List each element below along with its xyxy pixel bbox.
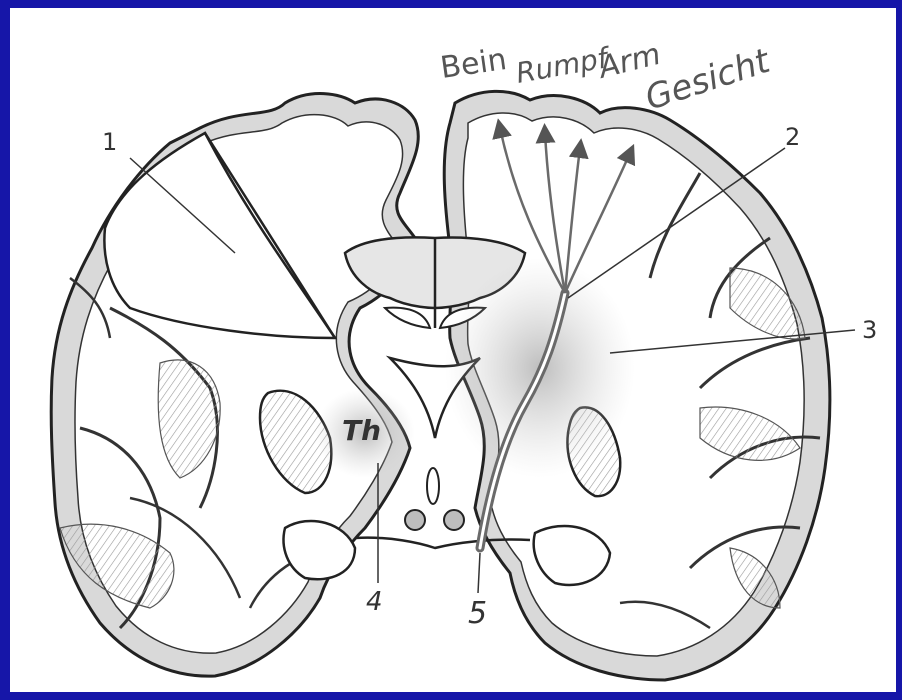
midline-circle-right <box>444 510 464 530</box>
marker-2: 2 <box>785 123 800 151</box>
label-bein: Bein <box>438 42 509 86</box>
ventricle-left-horn <box>385 308 430 328</box>
brain-coronal-section-diagram: Bein Rumpf Arm Gesicht Th 1 2 3 4 5 <box>10 8 896 692</box>
midline-oval-upper <box>427 468 439 504</box>
marker-3: 3 <box>862 316 877 344</box>
marker-4: 4 <box>366 587 383 617</box>
label-thalamus-th: Th <box>342 414 381 447</box>
illustration-panel: Bein Rumpf Arm Gesicht Th 1 2 3 4 5 <box>10 8 896 692</box>
marker-5: 5 <box>468 596 487 631</box>
leader-line-5 <box>478 553 480 593</box>
marker-1: 1 <box>102 128 117 156</box>
midline-circle-left <box>405 510 425 530</box>
label-gesicht: Gesicht <box>640 40 776 118</box>
